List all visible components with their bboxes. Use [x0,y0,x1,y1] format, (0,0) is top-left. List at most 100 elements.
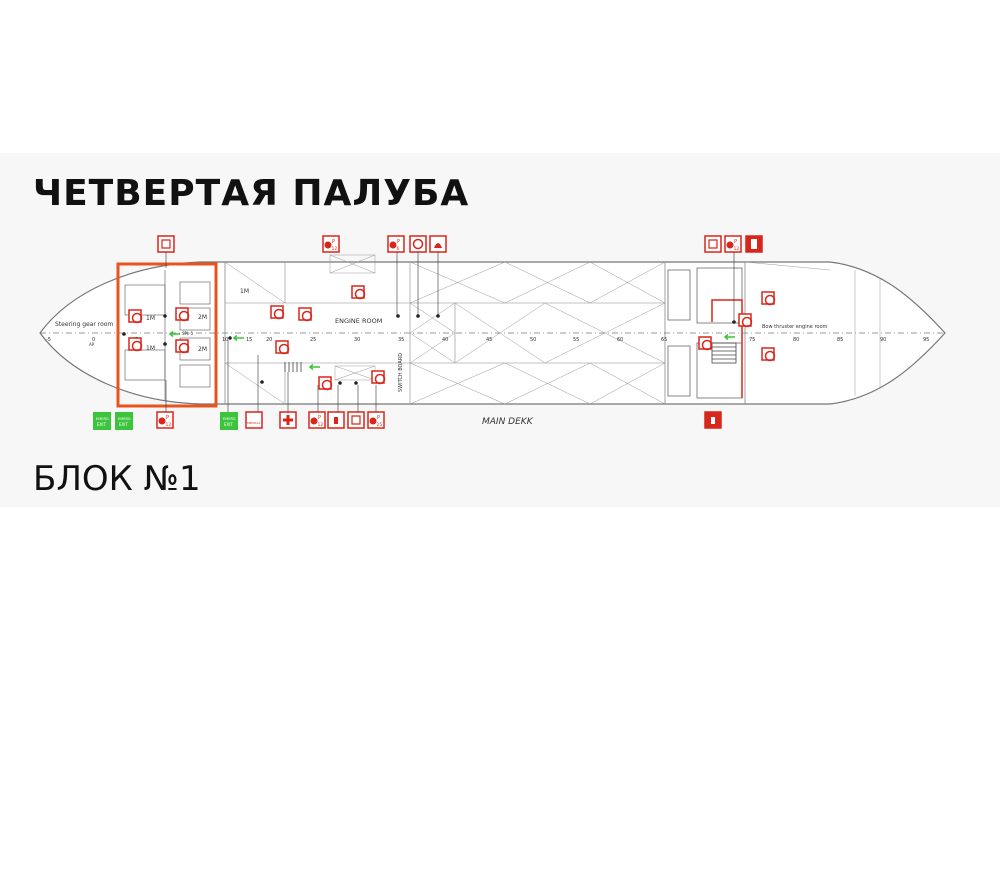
phone-icon [161,239,171,249]
exit-arrow-icon [723,333,735,341]
plan-symbol[interactable] [698,336,713,351]
phone-sign[interactable] [704,235,722,253]
detector-dot [163,342,167,346]
bell-sign[interactable] [429,235,447,253]
sign-frame [175,339,189,353]
fire-alarm-sign[interactable] [745,235,763,253]
frame-number: 15 [246,337,252,343]
extinguisher-icon [158,417,166,425]
zone-label: 1M [146,315,155,322]
sign-frame [128,309,142,323]
phone-sign[interactable] [157,235,175,253]
medical-sign[interactable]: MEDICAL [245,411,263,429]
sign-frame [245,411,263,429]
frame-number: 65 [661,337,667,343]
manual-call-icon [334,417,338,424]
frame-number: 0 [92,337,95,343]
page-title: ЧЕТВЕРТАЯ ПАЛУБА [33,173,470,214]
detector-dot [354,381,358,385]
sign-frame [275,340,289,354]
detector-dot [260,380,264,384]
plan-symbol[interactable] [318,376,333,391]
sign-label: MEDICAL [247,421,261,425]
extinguisher-sign[interactable]: P12 [724,235,742,253]
plan-symbol[interactable] [128,337,143,352]
bell-icon [434,243,442,248]
sign-label: 25 [377,422,383,428]
plan-symbol[interactable] [128,309,143,324]
block-1-highlight[interactable] [116,262,218,408]
extinguisher-sign[interactable]: P12 [308,411,326,429]
frame-number: 90 [880,337,886,343]
plan-symbol[interactable] [351,285,366,300]
fire-hose-icon [278,343,290,355]
fire-hose-icon [701,339,713,351]
room-switchboard: SWITCH BOARD [398,353,404,392]
manual-call-sign[interactable] [704,411,722,429]
frame-number: 45 [486,337,492,343]
detector-dot [416,314,420,318]
sign-label: 12 [166,422,172,428]
plan-symbol[interactable] [270,305,285,320]
extinguisher-icon [726,241,734,249]
sign-frame [298,307,312,321]
detector-dot [396,314,400,318]
fire-hose-sign[interactable] [409,235,427,253]
plan-symbol[interactable] [761,291,776,306]
fire-hose-icon [741,316,753,328]
extinguisher-sign[interactable]: P12 [156,411,174,429]
room-steering-gear: Steering gear room [55,321,113,328]
stairs-label: SPL-5 [182,331,194,336]
sign-label: P [166,415,169,421]
sign-frame [157,235,175,253]
extinguisher-sign[interactable]: P25 [367,411,385,429]
detector-dot [436,314,440,318]
sign-frame [128,337,142,351]
frame-number: 30 [354,337,360,343]
sign-frame [371,370,385,384]
frame-number: 85 [837,337,843,343]
phone-sign[interactable] [347,411,365,429]
detector-dot [163,314,167,318]
plan-symbol[interactable] [738,313,753,328]
plan-symbol[interactable] [275,340,290,355]
sign-label: P [377,415,380,421]
frame-number: 95 [923,337,929,343]
exit-arrow-icon [168,330,180,338]
room-engine: ENGINE ROOM [335,317,382,325]
plan-symbol[interactable] [175,307,190,322]
manual-call-sign[interactable] [327,411,345,429]
sign-label: P [734,239,737,245]
exit-label: EXIT [224,422,233,427]
fire-hose-icon [301,310,313,322]
zone-label: 2M [198,346,207,353]
frame-number: 75 [749,337,755,343]
fire-hose-icon [764,350,776,362]
exit-label: EXIT [119,422,128,427]
plan-symbol[interactable] [175,339,190,354]
plan-symbol[interactable] [371,370,386,385]
zone-label: 1M [240,288,249,295]
first-aid-sign[interactable] [279,411,297,429]
extinguisher-sign[interactable]: P12 [322,235,340,253]
plan-symbol[interactable] [761,347,776,362]
sign-label: 12 [734,246,740,252]
frame-number: 35 [398,337,404,343]
extinguisher-icon [369,417,377,425]
fire-hose-icon [178,310,190,322]
sign-frame [175,307,189,321]
zone-label: 1M [146,345,155,352]
extinguisher-icon [324,241,332,249]
frame-numbers: -5 0 5 10 15 20 25 30 35 40 45 50 55 60 … [46,337,929,343]
fire-hose-icon [131,312,143,324]
extinguisher-sign[interactable]: P6 [387,235,405,253]
sign-frame [347,411,365,429]
plan-symbol[interactable] [298,307,313,322]
sign-frame [115,412,133,430]
stairs-engine [284,362,302,372]
fire-hose-icon [354,288,366,300]
